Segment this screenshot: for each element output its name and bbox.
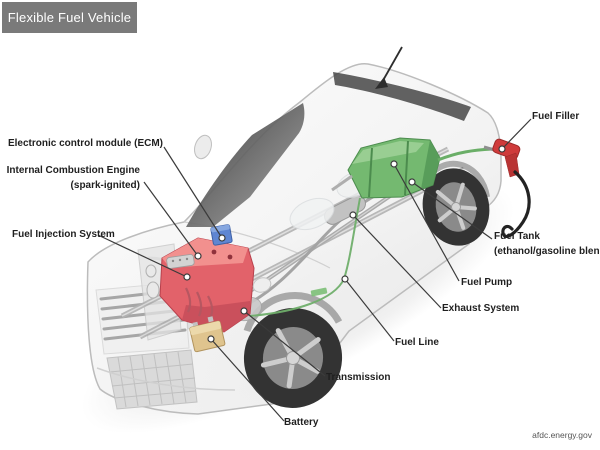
leader-fuel-line <box>344 278 395 342</box>
front-wheel <box>243 308 343 408</box>
roof-glass-band <box>333 72 471 121</box>
dot-exhaust <box>349 211 357 219</box>
windshield <box>186 103 305 227</box>
fuel-nozzle <box>483 138 531 238</box>
leader-fuel-injection <box>97 234 188 278</box>
dot-fuel-tank <box>408 178 416 186</box>
label-transmission: Transmission <box>326 372 391 383</box>
leader-fuel-filler <box>501 118 532 150</box>
dot-transmission <box>240 307 248 315</box>
antenna <box>375 46 403 89</box>
dot-battery <box>207 335 215 343</box>
label-exhaust-system: Exhaust System <box>442 303 520 314</box>
leader-battery <box>210 338 285 422</box>
seat <box>289 197 335 231</box>
leader-transmission <box>243 310 326 377</box>
e85-badge <box>310 287 328 297</box>
leader-ecm <box>163 146 223 239</box>
engine-block <box>145 237 272 333</box>
label-battery: Battery <box>284 417 319 428</box>
label-fuel-tank: Fuel Tank (ethanol/gasoline blend) <box>494 231 600 257</box>
dot-ice <box>194 252 202 260</box>
label-fuel-filler: Fuel Filler <box>532 111 580 122</box>
label-internal-combustion-engine: Internal Combustion Engine (spark-ignite… <box>6 165 140 191</box>
label-fuel-injection-system: Fuel Injection System <box>12 229 115 240</box>
dot-fuel-filler <box>498 145 506 153</box>
source-watermark: afdc.energy.gov <box>532 430 592 440</box>
label-fuel-pump: Fuel Pump <box>461 277 513 288</box>
dot-ecm <box>218 234 226 242</box>
dot-fuel-line <box>341 275 349 283</box>
leader-ice <box>143 181 199 257</box>
page-title: Flexible Fuel Vehicle <box>2 2 137 33</box>
nozzle-hose <box>501 170 531 238</box>
label-fuel-line: Fuel Line <box>395 337 439 348</box>
leader-fuel-pump <box>393 163 460 282</box>
leader-fuel-tank <box>411 181 493 240</box>
leader-exhaust <box>352 214 442 309</box>
dot-fuel-pump <box>390 160 398 168</box>
rear-wheel <box>422 168 490 246</box>
side-mirror <box>194 134 212 160</box>
leader-lines <box>97 118 532 422</box>
label-ecm: Electronic control module (ECM) <box>7 138 163 149</box>
bumper-crease <box>96 367 236 391</box>
fuel-tank <box>331 137 493 199</box>
dot-fuel-injection <box>183 273 191 281</box>
